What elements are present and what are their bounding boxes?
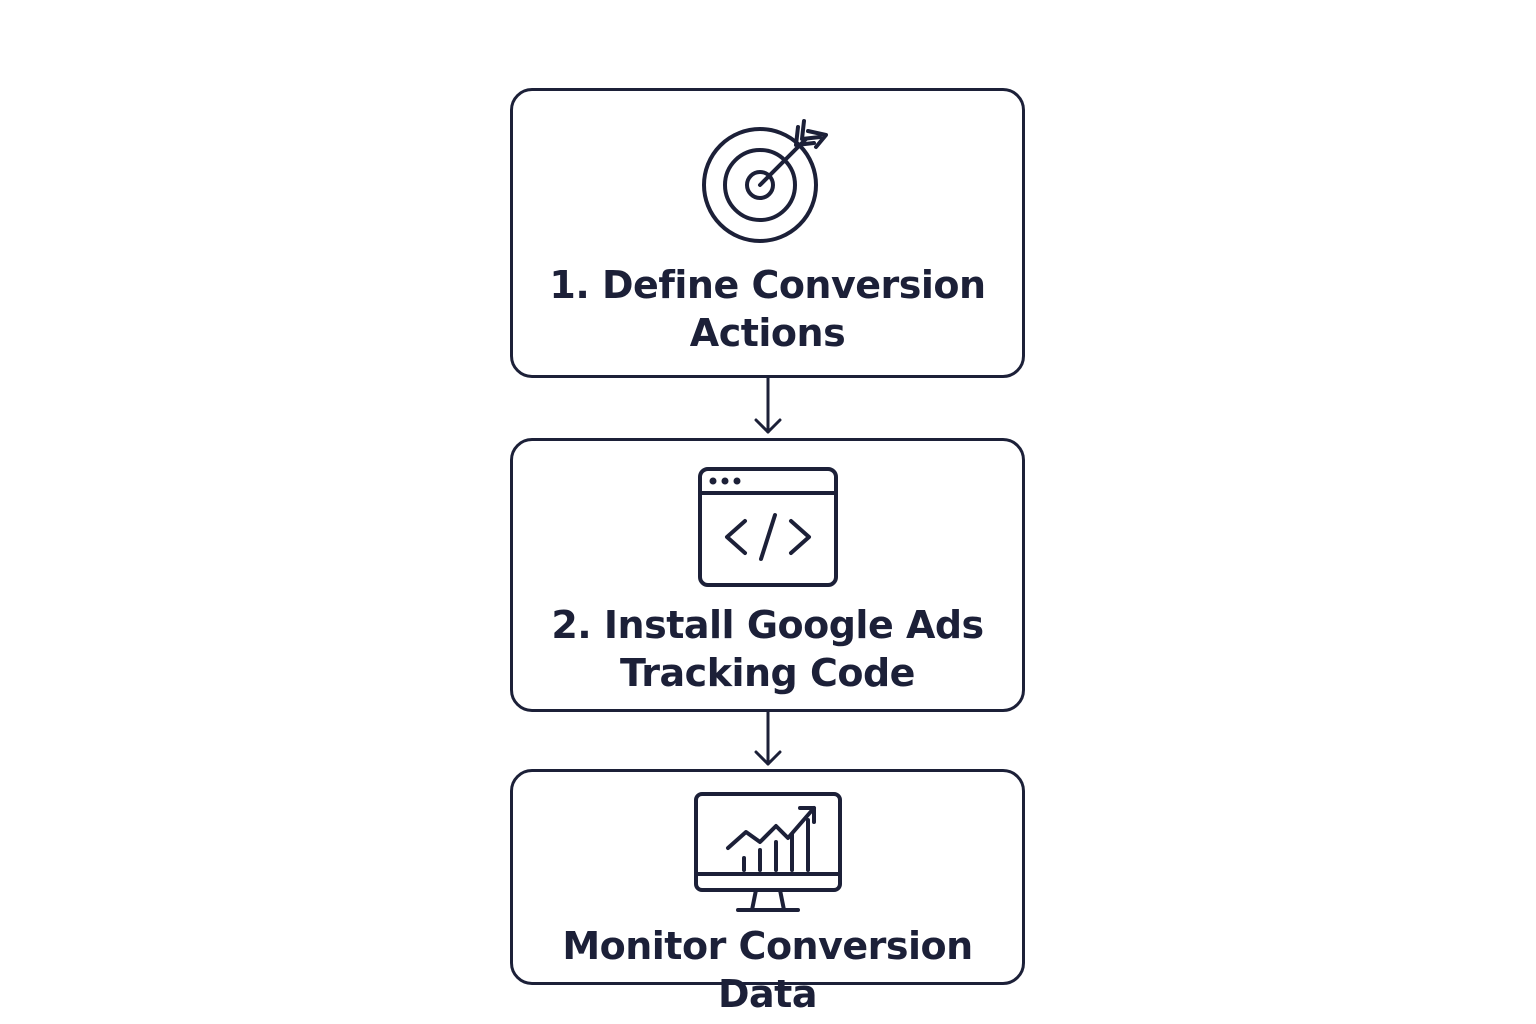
step-3-label: Monitor Conversion Data bbox=[562, 924, 973, 1016]
down-arrow-icon bbox=[754, 378, 782, 434]
monitor-chart-icon bbox=[693, 792, 842, 912]
down-arrow-icon bbox=[754, 712, 782, 766]
step-2-box: 2. Install Google Ads Tracking Code bbox=[510, 438, 1025, 712]
step-1-label: 1. Define Conversion Actions bbox=[549, 263, 986, 355]
code-window-icon bbox=[697, 467, 838, 587]
step-2-label: 2. Install Google Ads Tracking Code bbox=[551, 603, 984, 695]
step-1-box: 1. Define Conversion Actions bbox=[510, 88, 1025, 378]
step-3-box: Monitor Conversion Data bbox=[510, 769, 1025, 1016]
target-arrow-icon bbox=[701, 119, 828, 243]
